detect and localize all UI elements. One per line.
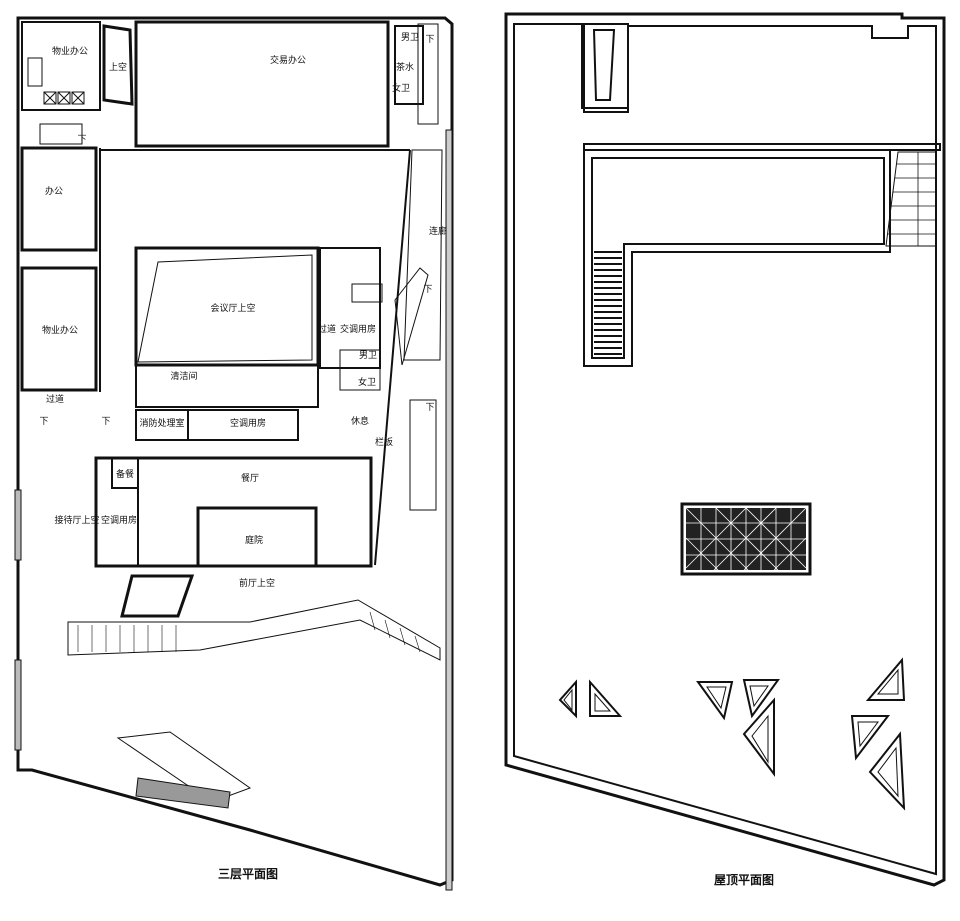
label-prop-office-mid: 物业办公 [42,324,78,336]
tri-skylight-4 [742,679,780,719]
mark-down-1: 下 [77,135,86,145]
label-restaurant: 餐厅 [241,472,259,484]
roof-plan: 屋顶平面图 [504,12,946,887]
caption-roof: 屋顶平面图 [714,873,774,887]
label-lobby-void: 前厅上空 [239,577,275,589]
label-office: 办公 [45,185,63,197]
courtyard-block [196,506,318,568]
roof-L-outer [583,149,891,367]
prop-office-top-room [21,21,101,111]
label-fire-smoke-room: 消防处理室 [139,417,184,429]
tri-skylight-7 [850,715,891,761]
trade-office-room [134,20,390,148]
roof-right-stair [885,151,937,247]
mark-down-5: 下 [425,403,434,413]
label-male-wc-top: 男卫 [401,32,419,43]
mark-down-6: 下 [39,417,48,427]
roof-L-inner [591,157,885,359]
roof-inner-outline [513,23,937,876]
void-top-room [102,24,134,106]
label-female-wc-mid: 女卫 [358,376,376,388]
canopy-hatch-lines [77,611,421,653]
prop-office-mid-room [20,266,98,392]
label-reception-void: 接待厅上空 [54,514,99,526]
canopy-hatch [67,599,441,661]
edge-hatch-right [445,129,453,891]
ground-ramp [116,731,252,803]
floor-edge-diagonal [374,149,411,566]
label-corridor-right: 连廊 [429,225,447,237]
stair-upper-left [39,123,83,145]
third-floor-plan: 物业办公 上空 交易办公 男卫 茶水 女卫 办公 连廊 会议厅上空 交调用房 过… [14,16,454,891]
label-male-wc-mid: 男卫 [359,350,377,361]
roof-triangle-skylights [558,657,906,811]
label-female-wc-top: 女卫 [392,82,410,94]
ac-room-center-block [187,409,299,441]
label-courtyard: 庭院 [245,534,263,546]
ramp-right [394,267,429,366]
label-railing: 栏板 [375,436,393,448]
roof-right-stair-lines [887,152,936,246]
roof-top-notch [583,23,629,113]
label-pantry: 备餐 [116,468,134,480]
meeting-void-outline [137,254,313,363]
office-room [20,146,98,252]
edge-hatch-left-1 [14,489,22,561]
stair-top-left [27,57,43,87]
label-rest: 休息 [351,415,369,427]
label-ac-room-right: 交调用房 [340,323,376,335]
shaft-crosses [43,91,85,105]
tri-skylight-6 [865,657,906,701]
corridor-right-outline [403,149,443,361]
wc-block-mid [339,349,381,391]
edge-hatch-left-2 [14,659,22,751]
label-passage-left: 过道 [46,393,64,405]
label-meeting-void: 会议厅上空 [210,302,255,314]
roof-lattice-grid [685,507,807,571]
label-prop-office-top: 物业办公 [52,45,88,57]
tri-skylight-5 [742,697,775,777]
stair-right-mid [351,283,383,303]
roof-outer-outline [504,12,946,887]
wc-block-top [394,25,424,105]
tri-skylight-2 [589,679,623,717]
service-strip [135,364,319,408]
stair-lower-right [409,399,437,511]
label-ac-room-center: 空调用房 [230,417,266,429]
third-floor-outline [16,16,454,887]
label-trade-office: 交易办公 [270,54,306,66]
stair-top-right [417,23,439,125]
roof-stair-hatch [594,251,622,355]
lobby-void-opening [120,574,195,618]
caption-third-floor: 三层平面图 [218,867,278,881]
ground-hatch-bar [135,777,231,809]
roof-lattice-skylight [680,502,812,576]
label-ac-room-left: 空调用房 [101,514,137,526]
mark-down-4: 下 [101,417,110,427]
tri-skylight-1 [558,679,577,719]
mark-down-2: 下 [425,35,434,45]
label-tea-water: 茶水 [396,61,414,73]
label-passage-right: 过道 [318,323,336,335]
tri-skylight-8 [868,731,906,811]
roof-band-top [583,143,941,151]
label-cleaning-room: 清洁间 [170,370,197,382]
tri-skylight-3 [696,681,734,721]
mark-down-3: 下 [423,285,432,295]
service-rooms-right [319,247,381,369]
roof-skylight-top [592,29,616,101]
label-void-top: 上空 [109,61,127,73]
